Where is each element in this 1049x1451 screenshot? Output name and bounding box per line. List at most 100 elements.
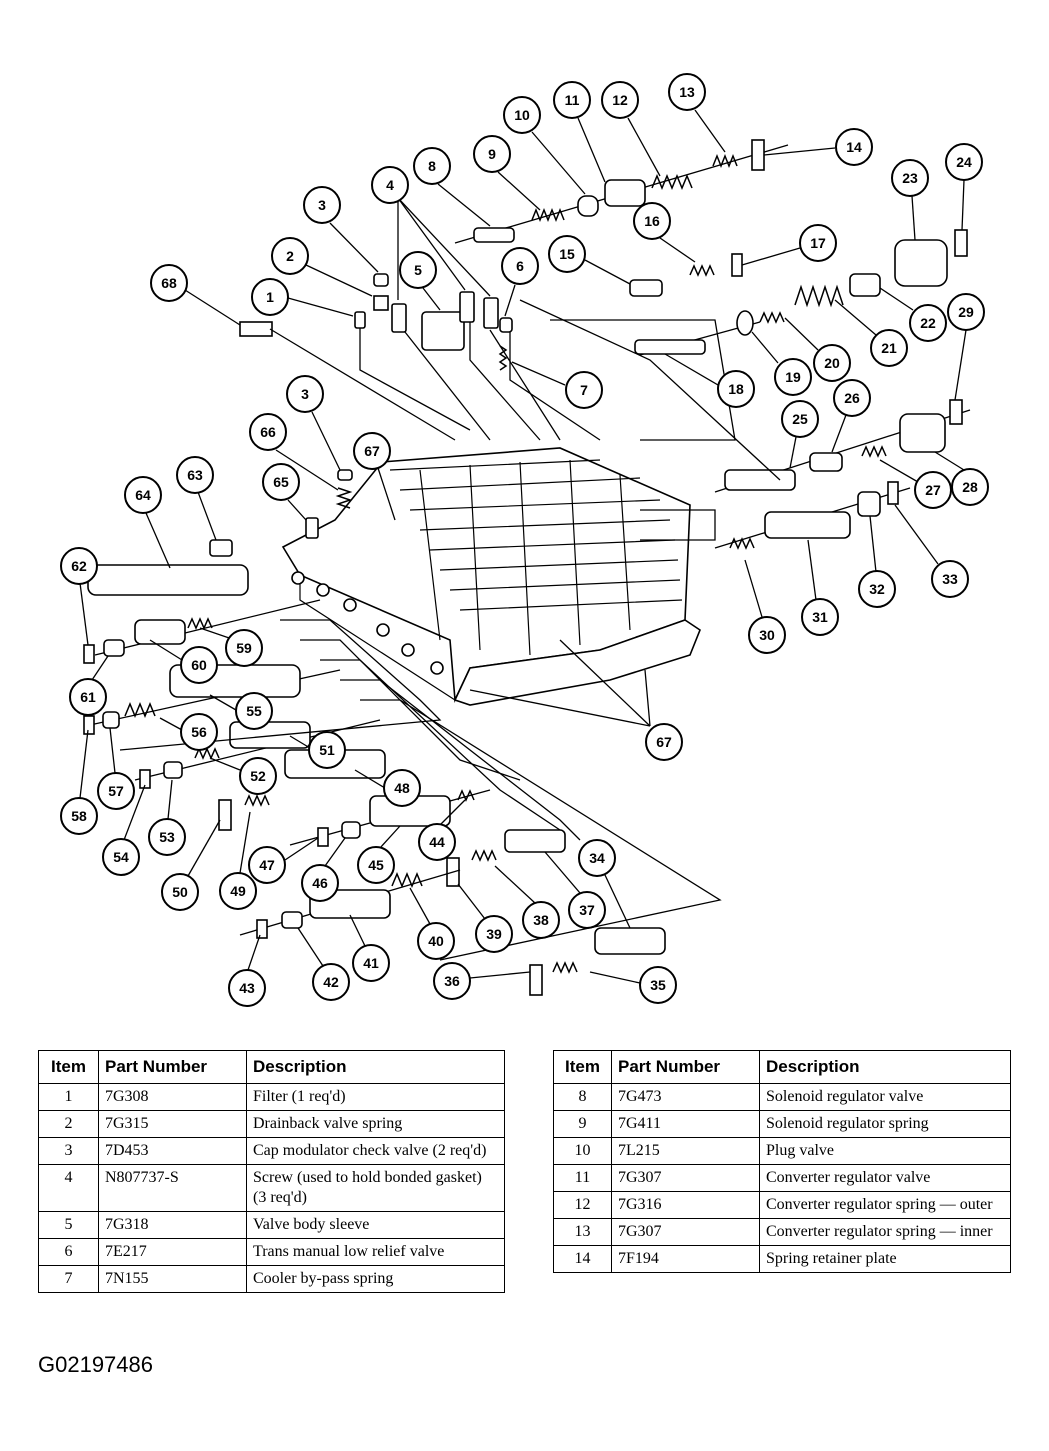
svg-text:20: 20	[824, 355, 840, 371]
callout-10[interactable]: 10	[503, 96, 586, 195]
cell-description: Spring retainer plate	[759, 1245, 1011, 1273]
figure-code: G02197486	[38, 1352, 153, 1377]
callout-8[interactable]: 8	[413, 147, 491, 227]
callout-14[interactable]: 14	[763, 128, 873, 166]
callout-18[interactable]: 18	[664, 353, 755, 408]
svg-text:19: 19	[785, 369, 801, 385]
callout-47[interactable]: 47	[248, 837, 319, 884]
callout-42[interactable]: 42	[297, 927, 350, 1001]
callout-35[interactable]: 35	[589, 966, 677, 1004]
svg-text:15: 15	[559, 246, 575, 262]
callout-25[interactable]: 25	[781, 400, 819, 469]
header-item: Item	[38, 1050, 99, 1084]
valve-body-exploded-diagram: 1 2 3 4 5 6 7 8 9 10 11 12 13 14 15 16 1…	[60, 73, 989, 1007]
parts-table-left: Item Part Number Description 1 7G308 Fil…	[38, 1050, 505, 1293]
callout-62[interactable]: 62	[60, 547, 98, 646]
cell-item: 2	[38, 1110, 99, 1138]
svg-text:40: 40	[428, 933, 444, 949]
callout-9[interactable]: 9	[473, 135, 541, 211]
svg-text:4: 4	[386, 177, 394, 193]
callout-7[interactable]: 7	[511, 361, 603, 409]
callout-45[interactable]: 45	[357, 825, 401, 884]
callout-43[interactable]: 43	[228, 934, 266, 1007]
callout-5[interactable]: 5	[399, 251, 441, 311]
callout-41[interactable]: 41	[349, 914, 390, 982]
callout-15[interactable]: 15	[548, 235, 631, 285]
callout-37[interactable]: 37	[544, 851, 606, 929]
callout-12[interactable]: 12	[601, 81, 661, 177]
callout-68[interactable]: 68	[150, 264, 241, 326]
svg-text:6: 6	[516, 258, 524, 274]
callout-66[interactable]: 66	[249, 413, 339, 491]
callout-54[interactable]: 54	[102, 784, 146, 876]
callout-53[interactable]: 53	[148, 779, 186, 856]
callout-23[interactable]: 23	[891, 159, 929, 241]
svg-text:25: 25	[792, 411, 808, 427]
callout-67-bottom[interactable]: 67	[469, 639, 683, 761]
callout-3b[interactable]: 3	[286, 375, 341, 471]
callout-20[interactable]: 20	[784, 317, 851, 382]
parts-table-right: Item Part Number Description 8 7G473 Sol…	[553, 1050, 1011, 1273]
svg-text:67: 67	[364, 443, 380, 459]
callout-1[interactable]: 1	[251, 278, 354, 317]
callout-51[interactable]: 51	[289, 731, 346, 769]
header-part-number: Part Number	[611, 1050, 760, 1084]
callout-67-top[interactable]: 67	[353, 432, 396, 521]
callout-46[interactable]: 46	[301, 837, 346, 902]
callout-24[interactable]: 24	[945, 143, 983, 231]
callout-6[interactable]: 6	[501, 247, 539, 317]
routing-lines	[119, 299, 781, 961]
cell-description: Screw (used to hold bonded gasket) (3 re…	[246, 1164, 505, 1212]
callout-39[interactable]: 39	[457, 883, 513, 953]
svg-text:3: 3	[318, 197, 326, 213]
callout-33[interactable]: 33	[894, 504, 969, 598]
callout-40[interactable]: 40	[409, 887, 455, 960]
callout-61[interactable]: 61	[69, 655, 109, 716]
callout-57[interactable]: 57	[97, 727, 135, 810]
callout-64[interactable]: 64	[124, 476, 171, 569]
callout-59[interactable]: 59	[199, 627, 263, 667]
callout-58[interactable]: 58	[60, 729, 98, 835]
callout-65[interactable]: 65	[262, 463, 307, 521]
callout-11[interactable]: 11	[553, 81, 606, 183]
upper-valve-train	[454, 139, 789, 244]
callout-29[interactable]: 29	[947, 293, 985, 401]
cell-item: 13	[553, 1218, 612, 1246]
callout-22[interactable]: 22	[879, 287, 947, 342]
callout-56[interactable]: 56	[159, 713, 218, 751]
callout-63[interactable]: 63	[176, 456, 217, 541]
callout-26[interactable]: 26	[831, 379, 871, 453]
callout-3[interactable]: 3	[303, 186, 379, 273]
callout-44[interactable]: 44	[418, 799, 466, 861]
cell-part-number: 7G315	[98, 1110, 247, 1138]
callout-2[interactable]: 2	[271, 237, 373, 297]
small-parts-top	[239, 273, 513, 371]
callout-28[interactable]: 28	[934, 451, 989, 506]
svg-text:37: 37	[579, 902, 595, 918]
callout-55[interactable]: 55	[209, 692, 273, 730]
callout-16[interactable]: 16	[633, 202, 696, 263]
callout-34[interactable]: 34	[578, 839, 631, 929]
svg-text:62: 62	[71, 558, 87, 574]
svg-text:48: 48	[394, 780, 410, 796]
callout-4[interactable]: 4	[371, 166, 491, 300]
callout-13[interactable]: 13	[668, 73, 726, 153]
callout-38[interactable]: 38	[494, 865, 560, 939]
cell-part-number: 7E217	[98, 1238, 247, 1266]
callout-30[interactable]: 30	[744, 559, 786, 654]
callout-52[interactable]: 52	[209, 757, 277, 795]
callout-17[interactable]: 17	[741, 224, 837, 266]
svg-text:30: 30	[759, 627, 775, 643]
svg-text:24: 24	[956, 154, 972, 170]
callout-60[interactable]: 60	[149, 639, 218, 684]
callout-50[interactable]: 50	[161, 819, 221, 911]
callout-49[interactable]: 49	[219, 811, 257, 910]
callout-19[interactable]: 19	[751, 331, 812, 396]
callout-31[interactable]: 31	[801, 539, 839, 636]
callout-21[interactable]: 21	[834, 299, 908, 367]
callout-32[interactable]: 32	[858, 515, 896, 608]
svg-text:34: 34	[589, 850, 605, 866]
callout-48[interactable]: 48	[354, 769, 421, 807]
callout-27[interactable]: 27	[879, 459, 952, 509]
callout-36[interactable]: 36	[433, 962, 531, 1000]
